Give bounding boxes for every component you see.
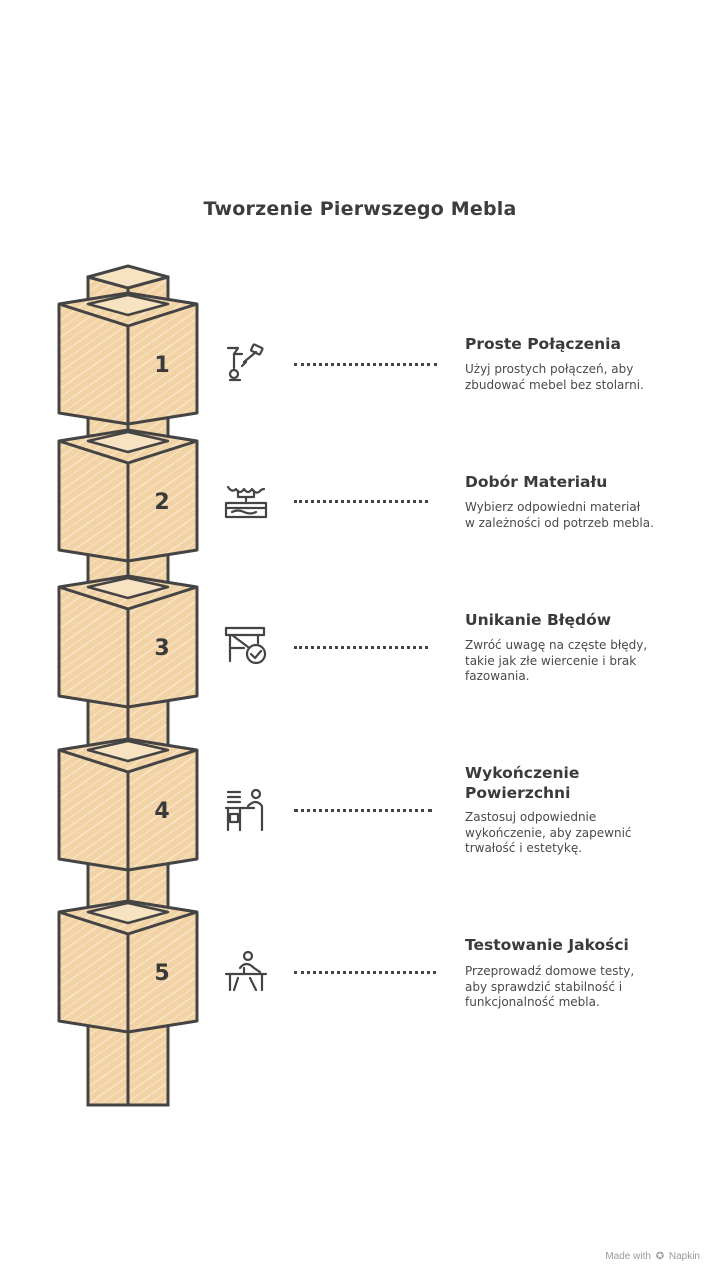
- block-3: 3: [57, 574, 199, 709]
- block-number: 1: [154, 353, 169, 378]
- footer-made-with: Made with: [605, 1251, 651, 1262]
- block-number: 3: [154, 636, 169, 661]
- block-4: 4: [57, 737, 199, 872]
- step-description-line: funkcjonalność mebla.: [465, 995, 600, 1009]
- step-description-line: fazowania.: [465, 669, 530, 683]
- step-description-line: wykończenie, aby zapewnić: [465, 825, 632, 840]
- step-description-line: w zależności od potrzeb mebla.: [465, 515, 654, 530]
- joint-tools-icon: [222, 340, 270, 388]
- step-title: Dobór Materiału: [465, 473, 608, 491]
- connector-dots: [294, 809, 432, 812]
- step-title-line: Powierzchni: [465, 784, 571, 802]
- block-tower: 1 2 3 4 5: [57, 264, 199, 1107]
- step-description-line: takie jak złe wiercenie i brak: [465, 653, 637, 668]
- step-title: Unikanie Błędów: [465, 611, 612, 629]
- block-5: 5: [57, 899, 199, 1034]
- footer: Made with ✪ Napkin: [605, 1251, 700, 1262]
- step-description-line: zbudować mebel bez stolarni.: [465, 377, 644, 392]
- step-description-line: Użyj prostych połączeń, aby: [465, 362, 634, 376]
- wood-plank-icon: [222, 477, 270, 525]
- table-check-icon: [222, 622, 270, 670]
- footer-brand: Napkin: [668, 1251, 700, 1262]
- connector-dots: [294, 646, 428, 649]
- step-description-line: Zastosuj odpowiednie: [465, 810, 597, 824]
- block-number: 2: [154, 490, 169, 515]
- block-1: 1: [57, 291, 199, 426]
- step-description-line: trwałość i estetykę.: [465, 841, 583, 855]
- step-description: Zwróć uwagę na częste błędy,takie jak zł…: [465, 638, 695, 685]
- step-description: Przeprowadź domowe testy,aby sprawdzić s…: [465, 964, 695, 1011]
- napkin-logo-icon: ✪: [655, 1251, 665, 1262]
- block-number: 4: [154, 799, 169, 824]
- block-2: 2: [57, 428, 199, 563]
- step-description-line: Wybierz odpowiedni materiał: [465, 500, 641, 514]
- step-description-line: aby sprawdzić stabilność i: [465, 979, 623, 994]
- connector-dots: [294, 363, 437, 366]
- block-number: 5: [154, 961, 169, 986]
- tower-top-cap: [86, 264, 170, 290]
- connector-dots: [294, 971, 436, 974]
- person-at-desk-icon: [222, 786, 270, 834]
- person-at-bench-icon: [222, 948, 270, 996]
- step-title: Proste Połączenia: [465, 335, 621, 353]
- connector-dots: [294, 500, 428, 503]
- diagram-title: Tworzenie Pierwszego Mebla: [203, 198, 517, 220]
- step-title-line: Wykończenie: [465, 764, 580, 782]
- step-description-line: Przeprowadź domowe testy,: [465, 964, 635, 978]
- step-title: Testowanie Jakości: [465, 936, 629, 954]
- step-description-line: Zwróć uwagę na częste błędy,: [465, 638, 648, 652]
